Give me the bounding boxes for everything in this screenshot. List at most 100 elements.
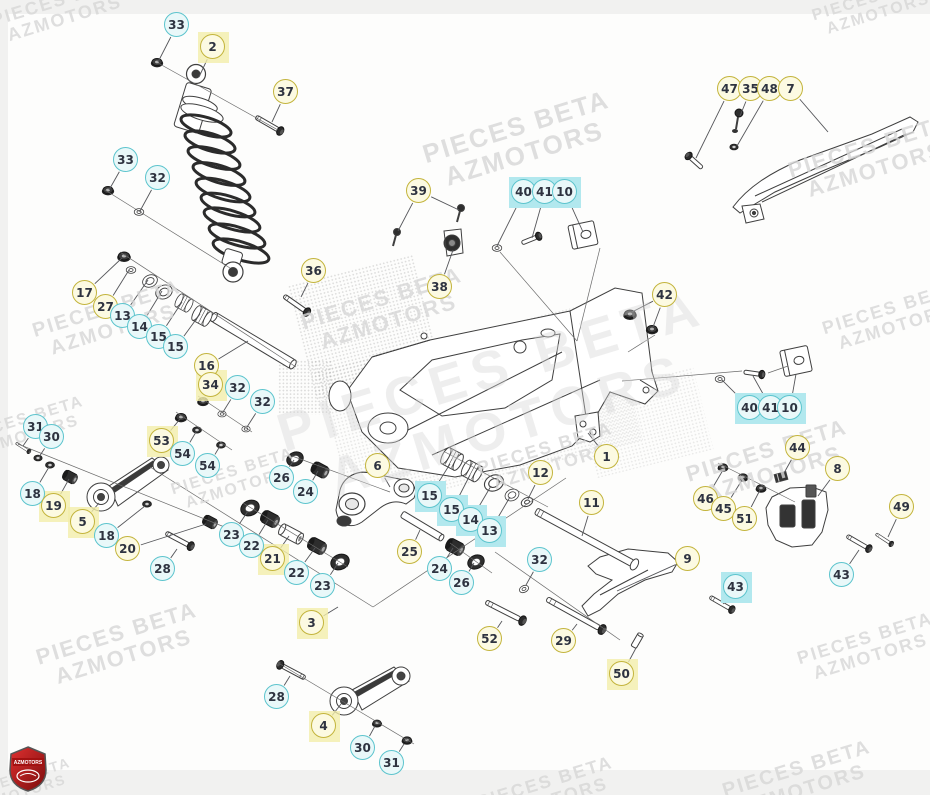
callout-29[interactable]: 29 [551, 628, 576, 653]
callout-37[interactable]: 37 [273, 79, 298, 104]
leader-line [139, 189, 152, 212]
callout-24[interactable]: 24 [427, 556, 452, 581]
chain-guard-drawing [732, 116, 919, 224]
callout-49[interactable]: 49 [889, 494, 914, 519]
callout-32[interactable]: 32 [145, 165, 170, 190]
callout-31[interactable]: 31 [379, 750, 404, 775]
callout-11[interactable]: 11 [579, 490, 604, 515]
leader-line [22, 437, 29, 447]
callout-20[interactable]: 20 [115, 536, 140, 561]
callout-22[interactable]: 22 [239, 533, 264, 558]
leader-line [817, 479, 831, 497]
callout-33[interactable]: 33 [164, 12, 189, 37]
callout-26[interactable]: 26 [269, 465, 294, 490]
callout-32[interactable]: 32 [225, 375, 250, 400]
leader-line [631, 300, 654, 313]
callout-16[interactable]: 16 [194, 353, 219, 378]
leader-line [140, 523, 207, 546]
callout-22[interactable]: 22 [284, 560, 309, 585]
callout-45[interactable]: 45 [711, 496, 736, 521]
callout-34[interactable]: 34 [198, 372, 223, 397]
leader-line [783, 459, 792, 474]
leader-line [730, 479, 743, 498]
leader-line [108, 171, 120, 191]
leader-line [446, 547, 454, 558]
callout-28[interactable]: 28 [150, 556, 175, 581]
callout-6[interactable]: 6 [365, 453, 390, 478]
callout-15[interactable]: 15 [417, 483, 442, 508]
callout-30[interactable]: 30 [39, 424, 64, 449]
chain-slider-drawing [765, 470, 829, 548]
callout-52[interactable]: 52 [477, 626, 502, 651]
callout-12[interactable]: 12 [528, 460, 553, 485]
callout-24[interactable]: 24 [293, 479, 318, 504]
callout-13[interactable]: 13 [477, 518, 502, 543]
callout-48[interactable]: 48 [757, 76, 782, 101]
callout-9[interactable]: 9 [675, 546, 700, 571]
leader-line [444, 249, 454, 275]
callout-36[interactable]: 36 [301, 258, 326, 283]
callout-7[interactable]: 7 [778, 76, 803, 101]
callout-15[interactable]: 15 [163, 334, 188, 359]
leader-line [799, 98, 829, 133]
leader-line [477, 485, 492, 509]
callout-39[interactable]: 39 [406, 178, 431, 203]
callout-14[interactable]: 14 [458, 507, 483, 532]
leader-line [369, 725, 376, 737]
callout-8[interactable]: 8 [825, 456, 850, 481]
leader-line [468, 562, 475, 572]
callout-38[interactable]: 38 [427, 274, 452, 299]
callout-50[interactable]: 50 [609, 661, 634, 686]
callout-51[interactable]: 51 [732, 506, 757, 531]
callout-17[interactable]: 17 [72, 280, 97, 305]
leader-line [166, 301, 183, 326]
callout-32[interactable]: 32 [527, 547, 552, 572]
callout-53[interactable]: 53 [149, 428, 174, 453]
fasteners-drawing [14, 108, 896, 683]
callout-54[interactable]: 54 [170, 441, 195, 466]
leader-line [457, 474, 471, 499]
linkage-arm5-drawing [86, 456, 170, 512]
chain-roller-drawing [392, 204, 465, 257]
callout-44[interactable]: 44 [785, 435, 810, 460]
callout-2[interactable]: 2 [200, 34, 225, 59]
leader-line [527, 484, 536, 500]
callout-30[interactable]: 30 [350, 735, 375, 760]
leader-line [695, 100, 725, 159]
leader-line [431, 196, 460, 211]
callout-43[interactable]: 43 [829, 562, 854, 587]
leader-line [239, 510, 249, 525]
leader-line [887, 519, 897, 538]
leader-line [496, 496, 511, 520]
callout-10[interactable]: 10 [552, 179, 577, 204]
callout-4[interactable]: 4 [311, 713, 336, 738]
callout-32[interactable]: 32 [250, 389, 275, 414]
callout-43[interactable]: 43 [723, 574, 748, 599]
leader-line [117, 505, 146, 528]
azmotors-logo: AZMOTORS [9, 746, 47, 792]
callout-54[interactable]: 54 [195, 453, 220, 478]
callout-3[interactable]: 3 [299, 610, 324, 635]
mount-plate-drawing [567, 220, 813, 377]
callout-19[interactable]: 19 [41, 493, 66, 518]
callout-18[interactable]: 18 [94, 523, 119, 548]
callout-28[interactable]: 28 [264, 684, 289, 709]
callout-33[interactable]: 33 [113, 147, 138, 172]
callout-21[interactable]: 21 [260, 546, 285, 571]
callout-23[interactable]: 23 [310, 573, 335, 598]
callout-5[interactable]: 5 [70, 509, 95, 534]
leader-line [652, 307, 661, 328]
callout-40[interactable]: 40 [737, 395, 762, 420]
callout-42[interactable]: 42 [652, 282, 677, 307]
callout-1[interactable]: 1 [594, 444, 619, 469]
callout-25[interactable]: 25 [397, 539, 422, 564]
leader-line [329, 562, 339, 575]
logo-label: AZMOTORS [14, 760, 43, 766]
callout-26[interactable]: 26 [449, 570, 474, 595]
page-bottom-band [0, 770, 930, 795]
callout-18[interactable]: 18 [20, 481, 45, 506]
callout-10[interactable]: 10 [777, 395, 802, 420]
leader-line [571, 623, 578, 631]
linkage-knuckle-drawing [335, 471, 417, 527]
leader-line [581, 515, 589, 537]
